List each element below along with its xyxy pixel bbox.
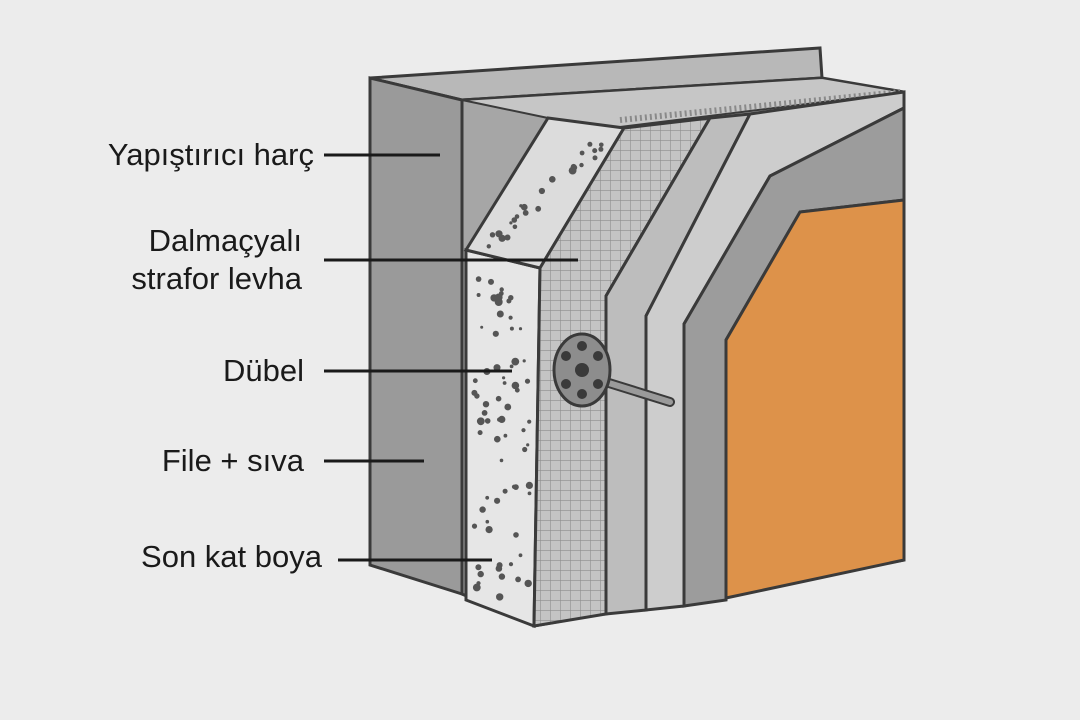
label-eps-board-line1: Dalmaçyalı <box>148 223 302 258</box>
label-topcoat-paint: Son kat boya <box>141 538 322 576</box>
label-anchor: Dübel <box>223 352 304 390</box>
label-adhesive-mortar-text: Yapıştırıcı harç <box>107 137 314 172</box>
anchor-plate-holes <box>561 341 603 399</box>
label-topcoat-paint-text: Son kat boya <box>141 539 322 574</box>
topcoat-paint-layer <box>724 198 906 600</box>
label-eps-board-line2: strafor levha <box>131 261 302 296</box>
plaster-top-hatch <box>619 89 901 123</box>
label-eps-board: Dalmaçyalı strafor levha <box>131 222 302 298</box>
plaster-top-band <box>461 76 905 130</box>
label-mesh-plaster: File + sıva <box>162 442 304 480</box>
eps-speckles <box>471 141 604 601</box>
label-adhesive-mortar: Yapıştırıcı harç <box>108 136 314 174</box>
label-mesh-plaster-text: File + sıva <box>161 443 304 478</box>
label-anchor-text: Dübel <box>223 353 304 388</box>
